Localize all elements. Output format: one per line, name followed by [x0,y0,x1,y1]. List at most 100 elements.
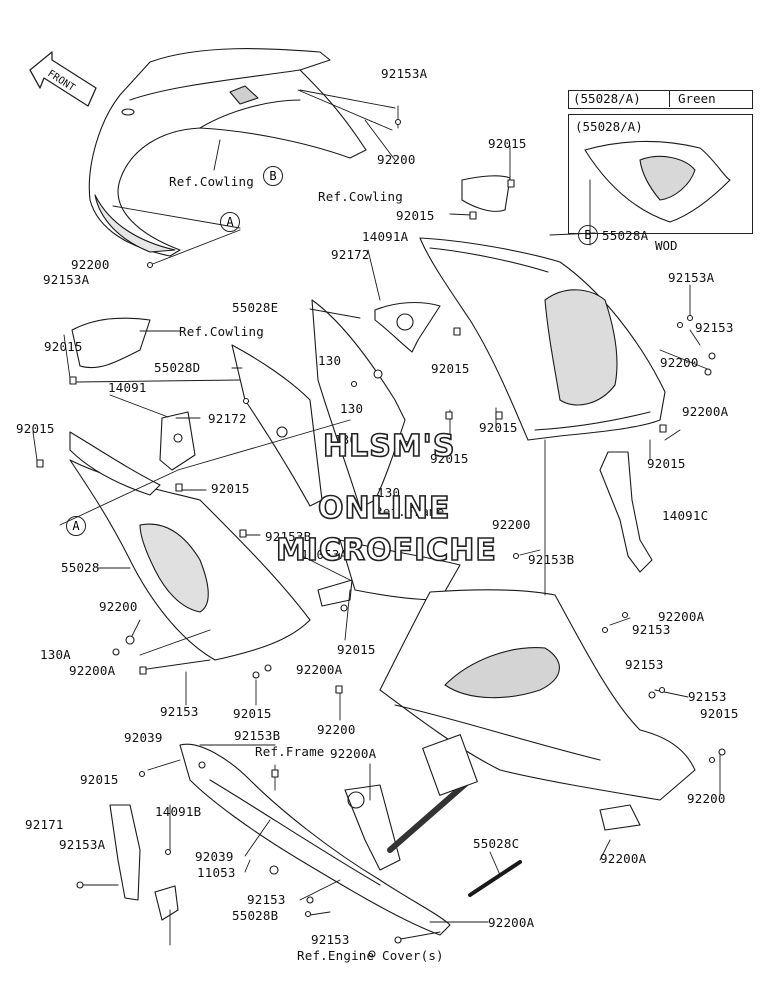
front-arrow-icon: FRONT [29,51,97,107]
part-label: 92015 [16,421,55,436]
color-legend [568,90,753,109]
legend-divider [669,90,670,107]
part-label: 92015 [396,208,435,223]
upper-cowling-part [88,48,367,257]
part-label: 92200A [69,663,116,678]
watermark-line-2: ONLINE [317,491,451,526]
part-label: 55028A [602,228,649,243]
part-label: 92015 [431,361,470,376]
part-label: 92015 [700,706,739,721]
part-label: 92153B [265,529,312,544]
part-label: 92200A [330,746,377,761]
part-label: 92153A [668,270,715,285]
part-label: 130 [334,432,358,447]
part-label: 130A [40,647,71,662]
part-label: 92153 [632,622,671,637]
part-label: 92153A [43,272,90,287]
inner-panel-55028E [311,299,406,509]
part-label: 130 [340,401,364,416]
part-label: 92172 [331,247,370,262]
part-label: 92153B [528,552,575,567]
part-label: 92200A [658,609,705,624]
legend-color: Green [678,91,716,106]
part-label: 92015 [488,136,527,151]
callout-b-upper: B [263,166,283,186]
part-label: 92200 [687,791,726,806]
part-label: 11053 [197,865,236,880]
legend-variant: WOD [655,238,678,253]
part-label: 92200 [99,599,138,614]
part-label: 92172 [208,411,247,426]
part-label: 92153B [234,728,281,743]
part-label: 130 [377,485,401,500]
part-label: 92015 [233,706,272,721]
part-label: 14091 [108,380,147,395]
watermark-line-1: HLSM'S [322,429,456,464]
part-label: 92200 [317,722,356,737]
part-label: 92039 [195,849,234,864]
strip-11053 [468,860,522,897]
lower-cowl-55028B [179,743,451,936]
part-label: 92015 [337,642,376,657]
part-label: 92171 [25,817,64,832]
part-label: 55028E [232,300,279,315]
part-label: 92200 [660,355,699,370]
part-label: 92153 [247,892,286,907]
part-label: 92153 [625,657,664,672]
mid-cowl-piece [317,539,461,607]
inner-panel-55028D [231,344,323,507]
bracket-14091 [159,411,196,471]
cowl-bracket-upper [71,175,511,369]
part-label: 92015 [430,451,469,466]
part-label: Ref.Frame [255,744,325,759]
part-label: Ref.Frame [375,504,445,519]
part-label: 14091B [155,804,202,819]
bracket-14091A [374,302,441,353]
part-label: 92200 [377,152,416,167]
callout-a-upper: A [220,212,240,232]
callout-b-right: B [578,225,598,245]
side-cowl-55028 [69,431,311,661]
side-cowl-55028A [419,237,666,441]
part-label: 92200 [492,517,531,532]
part-label: 55028D [154,360,201,375]
part-label: 55028B [232,908,279,923]
part-label: Ref.Cowling [179,324,264,339]
part-label: 92153 [160,704,199,719]
part-label: 92153 [695,320,734,335]
part-label: 92015 [479,420,518,435]
legend-inset-code: (55028/A) [575,119,643,134]
part-label: 92200A [296,662,343,677]
part-label: 92015 [647,456,686,471]
part-label: 92200A [682,404,729,419]
part-label: Ref.Cowling [169,174,254,189]
part-label: 14091A [362,229,409,244]
fasteners [36,118,726,958]
part-label: 92200A [488,915,535,930]
frame-reference [344,734,478,871]
watermark-line-3: MICROFICHE [275,533,497,568]
part-label: 92015 [44,339,83,354]
bracket-14091C [599,451,653,573]
part-label: 92015 [80,772,119,787]
part-label: Ref.Engine Cover(s) [297,948,444,963]
part-label: 92153A [381,66,428,81]
part-label: 92015 [211,481,250,496]
part-label: 92153 [311,932,350,947]
part-label: 14091C [662,508,709,523]
lower-cowl-55028C [379,589,696,831]
part-label: 92153A [59,837,106,852]
part-label: 11053A [301,547,348,562]
part-label: Ref.Cowling [318,189,403,204]
part-label: 92153 [688,689,727,704]
part-label: 55028 [61,560,100,575]
part-label: 55028C [473,836,520,851]
part-label: 92200A [600,851,647,866]
legend-inset-box [568,114,753,234]
bracket-14091B [109,804,179,921]
part-label: 130 [318,353,342,368]
callout-a-left: A [66,516,86,536]
part-label: 92200 [71,257,110,272]
